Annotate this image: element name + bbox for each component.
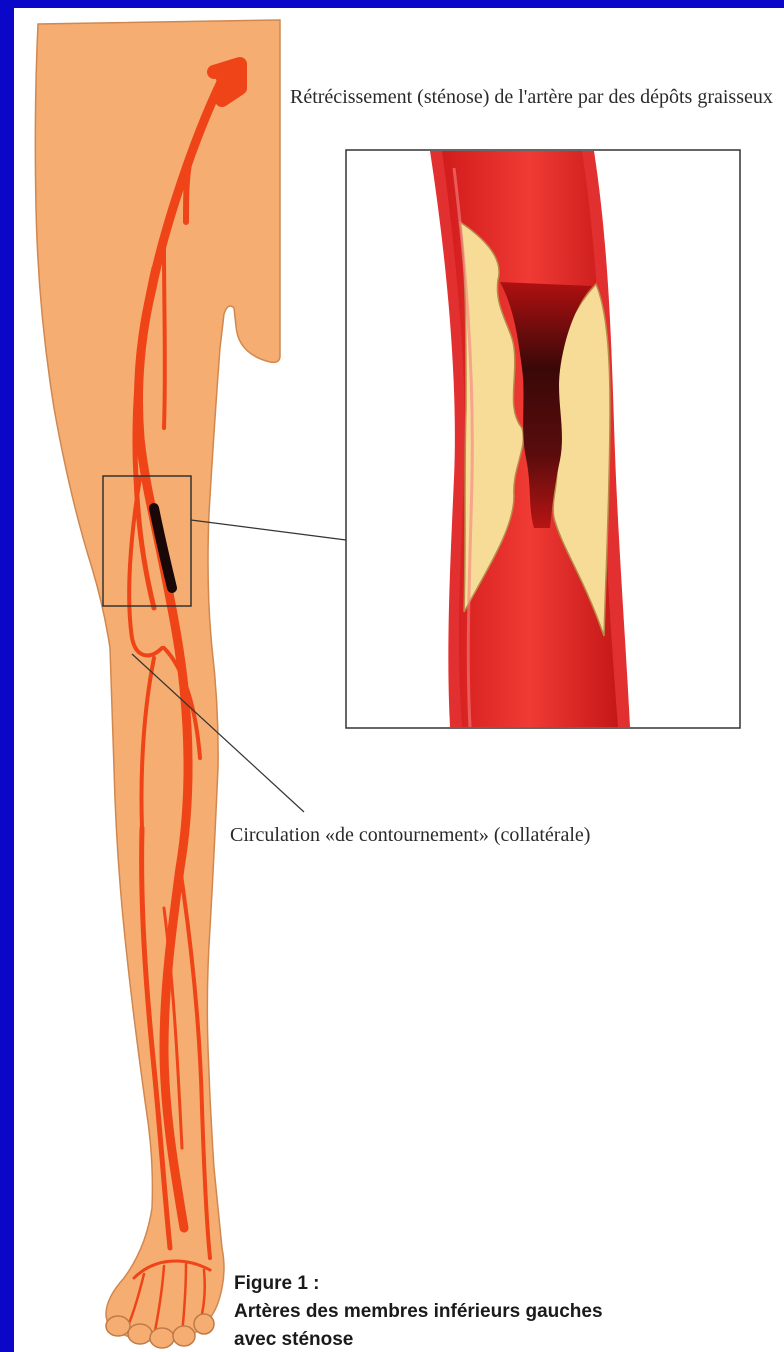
leg-artery-illustration (14, 8, 784, 1352)
figure-caption: Figure 1 : Artères des membres inférieur… (234, 1270, 784, 1352)
deep-branch-right (164, 248, 165, 428)
figure-title-line1: Artères des membres inférieurs gauches (234, 1298, 784, 1326)
stenosis-inset (346, 150, 740, 728)
figure-number: Figure 1 : (234, 1270, 784, 1298)
leg-silhouette (35, 20, 280, 1341)
stenosis-label: Rétrécissement (sténose) de l'artère par… (290, 84, 784, 110)
iliac-branch (214, 64, 240, 100)
collateral-label: Circulation «de contournement» (collatér… (230, 822, 770, 848)
figure-title-line2: avec sténose (234, 1326, 784, 1352)
zoom-connector (191, 520, 346, 540)
figure-page: Rétrécissement (sténose) de l'artère par… (14, 8, 784, 1352)
